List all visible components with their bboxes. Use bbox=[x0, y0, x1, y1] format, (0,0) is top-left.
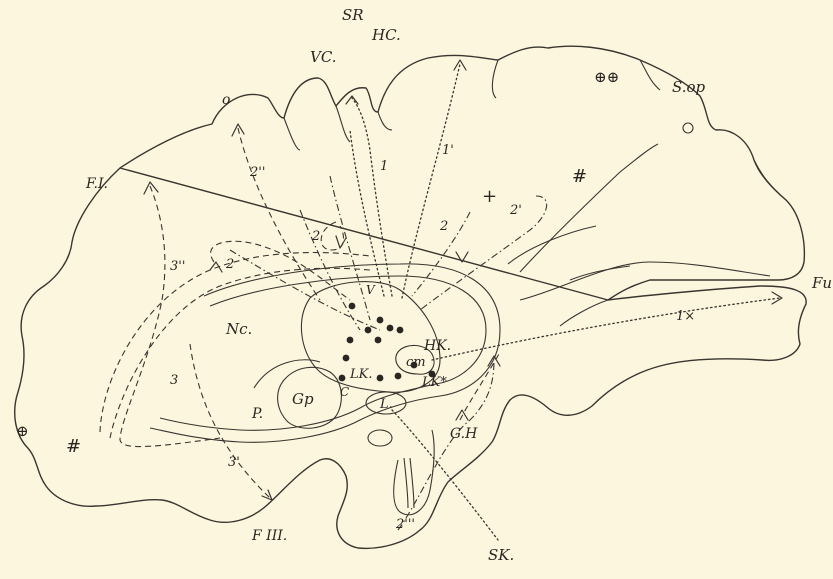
label-lk-star: LK* bbox=[421, 375, 447, 390]
lower-nucleus bbox=[368, 430, 392, 446]
label-fi: F.I. bbox=[85, 176, 108, 192]
label-hc: HC. bbox=[371, 26, 401, 44]
nucleus-dot bbox=[377, 317, 384, 324]
label-sr: SR bbox=[342, 6, 364, 24]
tract-1x bbox=[432, 298, 780, 360]
tract-strand-2 bbox=[410, 458, 414, 508]
label-vc: VC. bbox=[310, 48, 337, 66]
nucleus-dot bbox=[347, 337, 354, 344]
tract-label-2pp: 2'' bbox=[249, 165, 265, 180]
label-p: P. bbox=[251, 406, 263, 422]
nucleus-dot bbox=[349, 303, 356, 310]
tract-1-left bbox=[350, 130, 384, 296]
label-fiii: F III. bbox=[251, 528, 287, 544]
label-gh: G.H bbox=[450, 426, 478, 442]
nucleus-dot bbox=[343, 355, 350, 362]
label-v: V bbox=[366, 283, 376, 297]
tract-gh bbox=[460, 352, 500, 420]
tract-2pp bbox=[238, 128, 320, 300]
label-o-top: o bbox=[222, 92, 230, 108]
fissure-line-4 bbox=[560, 300, 608, 326]
tract-3-inner bbox=[110, 268, 370, 438]
circle-cross-left: ⊕ bbox=[16, 422, 29, 440]
nucleus-dot bbox=[365, 327, 372, 334]
nucleus-dot bbox=[375, 337, 382, 344]
fissure-line-1 bbox=[520, 144, 658, 272]
hash-symbol-left: # bbox=[66, 436, 81, 457]
label-l: L. bbox=[379, 397, 393, 412]
label-sop: S.op bbox=[672, 78, 706, 96]
cortex-outline bbox=[15, 46, 806, 548]
tract-label-1x: 1× bbox=[676, 309, 695, 324]
sulcus-upper-2 bbox=[336, 106, 350, 142]
nucleus-dot bbox=[395, 373, 402, 380]
tract-3pp bbox=[120, 186, 220, 447]
tract-center-1 bbox=[330, 176, 370, 320]
tract-1p bbox=[402, 64, 460, 298]
arrow-2-loop bbox=[210, 262, 222, 272]
tract-label-2-loop: 2 bbox=[225, 257, 234, 272]
plus-symbol: + bbox=[482, 186, 497, 207]
hash-symbol-top: # bbox=[572, 166, 587, 187]
nucleus-dot bbox=[397, 327, 404, 334]
tract-label-2-right: 2 bbox=[439, 219, 448, 234]
tract-label-2-small: 2 bbox=[311, 229, 320, 244]
fissure-line-5 bbox=[570, 266, 630, 280]
small-circle-marker bbox=[683, 123, 693, 133]
tract-strand bbox=[404, 458, 408, 508]
sulcus-upper-3 bbox=[378, 112, 392, 130]
tract-label-2ppp: 2''' bbox=[395, 517, 415, 532]
label-nc: Nc. bbox=[225, 320, 252, 338]
label-cm: cm bbox=[406, 355, 426, 370]
label-c: C bbox=[340, 385, 349, 399]
tract-2p-right bbox=[420, 196, 547, 310]
putamen-outline bbox=[254, 360, 320, 388]
sulcus-upper-1 bbox=[284, 118, 300, 150]
tract-2-small-loop bbox=[321, 222, 343, 250]
arrow-2-small bbox=[336, 236, 346, 248]
tract-label-1: 1 bbox=[380, 159, 388, 174]
label-sk: SK. bbox=[488, 546, 514, 564]
circle-cross-pair: ⊕⊕ bbox=[594, 68, 619, 86]
tract-label-3pp: 3'' bbox=[170, 259, 185, 274]
sulcus-right-1 bbox=[754, 160, 786, 200]
tract-label-3p: 3' bbox=[228, 455, 240, 470]
tract-center-3 bbox=[230, 250, 380, 330]
tract-label-3: 3 bbox=[170, 373, 178, 388]
arrow-1 bbox=[346, 96, 358, 104]
nucleus-dot bbox=[339, 375, 346, 382]
label-lk: LK. bbox=[349, 367, 372, 382]
label-fu: Fu bbox=[811, 274, 832, 292]
nucleus-dot bbox=[377, 375, 384, 382]
label-gp: Gp bbox=[292, 390, 314, 408]
tract-label-2p: 2' bbox=[509, 203, 522, 218]
label-hk: HK. bbox=[423, 338, 451, 354]
tract-label-1p: 1' bbox=[442, 143, 454, 158]
nucleus-dot bbox=[387, 325, 394, 332]
fissure-line-2 bbox=[508, 226, 596, 264]
sulcus-upper-4 bbox=[492, 60, 498, 98]
